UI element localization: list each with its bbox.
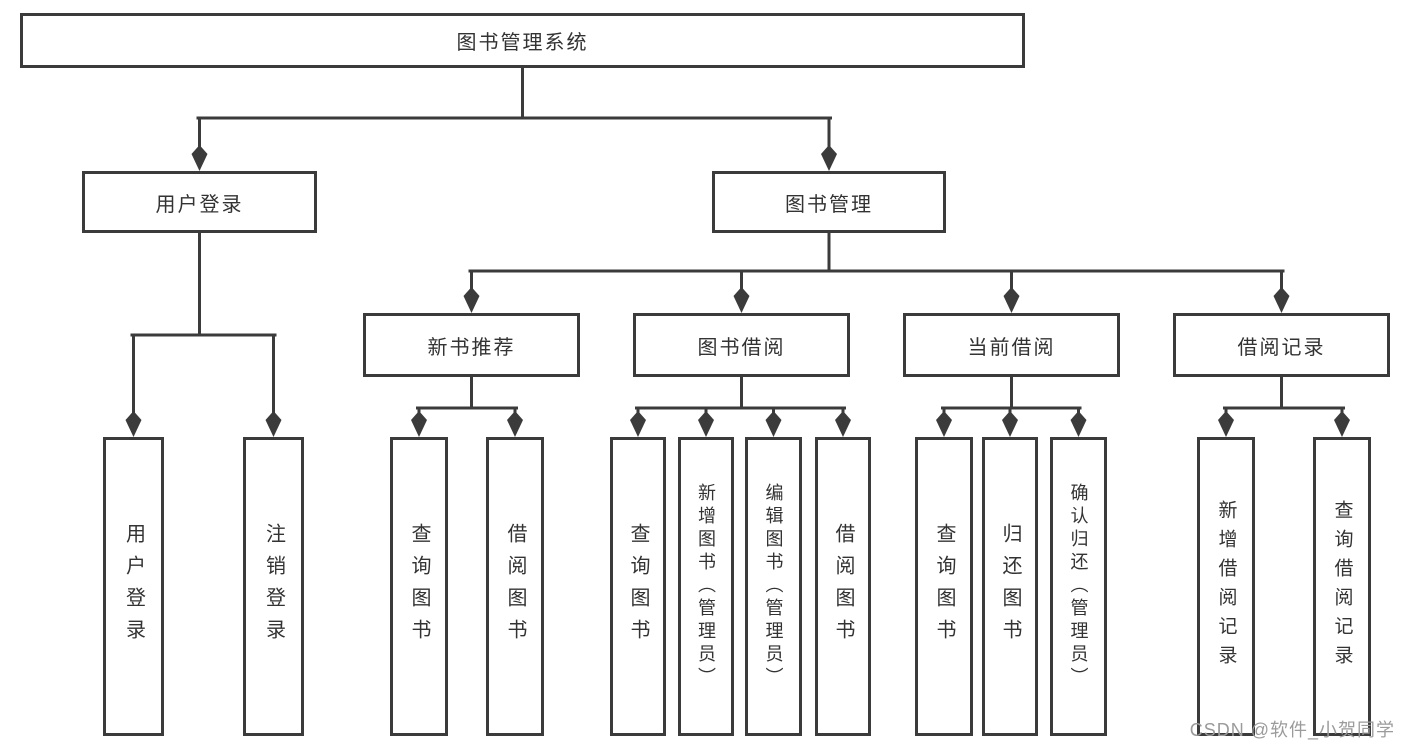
leaf-logout-login: 注销登录 [243,437,304,736]
leaf-query-books-recommend-label: 查询图书 [408,522,430,651]
connector-borrowing-to-leaves [635,375,846,420]
connector-current-to-leaves [941,375,1082,420]
leaf-add-books-admin-label: 新增图书（管理员） [696,483,716,690]
leaf-query-borrow-record: 查询借阅记录 [1313,437,1371,736]
leaf-borrow-books-borrowing: 借阅图书 [815,437,871,736]
watermark-text: CSDN @软件_小贺同学 [1189,720,1395,740]
node-borrowing-records-label: 借阅记录 [1237,336,1326,359]
node-current-borrowing-label: 当前借阅 [967,336,1056,359]
leaf-query-books-recommend: 查询图书 [390,437,448,736]
leaf-borrow-books-recommend: 借阅图书 [486,437,544,736]
connector-records-to-leaves [1223,375,1345,420]
node-book-management: 图书管理 [712,171,946,233]
node-book-borrowing-label: 图书借阅 [697,336,786,359]
node-book-borrowing: 图书借阅 [633,313,850,377]
leaf-query-books-borrowing-label: 查询图书 [627,522,649,651]
leaf-query-books-current-label: 查询图书 [933,522,955,651]
leaf-borrow-books-borrowing-label: 借阅图书 [832,522,854,651]
leaf-user-login: 用户登录 [103,437,164,736]
leaf-return-books-label: 归还图书 [999,522,1021,651]
node-user-login-label: 用户登录 [155,193,244,216]
connector-recommend-to-leaves [416,375,518,420]
leaf-add-books-admin: 新增图书（管理员） [678,437,734,736]
leaf-query-books-borrowing: 查询图书 [610,437,666,736]
node-new-book-recommend: 新书推荐 [363,313,580,377]
leaf-logout-login-label: 注销登录 [262,522,285,651]
node-root: 图书管理系统 [20,13,1025,68]
node-user-login: 用户登录 [82,171,317,233]
leaf-confirm-return-admin-label: 确认归还（管理员） [1068,483,1089,690]
node-current-borrowing: 当前借阅 [903,313,1120,377]
connector-bookmgmt-to-level2 [468,231,1285,296]
node-borrowing-records: 借阅记录 [1173,313,1390,377]
node-root-label: 图书管理系统 [456,32,589,54]
leaf-edit-books-admin: 编辑图书（管理员） [745,437,802,736]
leaf-return-books: 归还图书 [982,437,1038,736]
leaf-add-borrow-record: 新增借阅记录 [1197,437,1255,736]
arrowheads [125,145,1350,437]
leaf-edit-books-admin-label: 编辑图书（管理员） [763,483,784,690]
leaf-query-borrow-record-label: 查询借阅记录 [1331,499,1353,674]
connector-root-to-level1 [196,66,832,154]
leaf-borrow-books-recommend-label: 借阅图书 [504,522,526,651]
leaf-confirm-return-admin: 确认归还（管理员） [1050,437,1107,736]
node-new-book-recommend-label: 新书推荐 [427,336,516,359]
leaf-user-login-label: 用户登录 [122,522,145,651]
node-book-management-label: 图书管理 [785,193,873,216]
leaf-add-borrow-record-label: 新增借阅记录 [1215,499,1237,674]
leaf-query-books-current: 查询图书 [915,437,973,736]
connector-userlogin-to-leaves [130,231,277,420]
